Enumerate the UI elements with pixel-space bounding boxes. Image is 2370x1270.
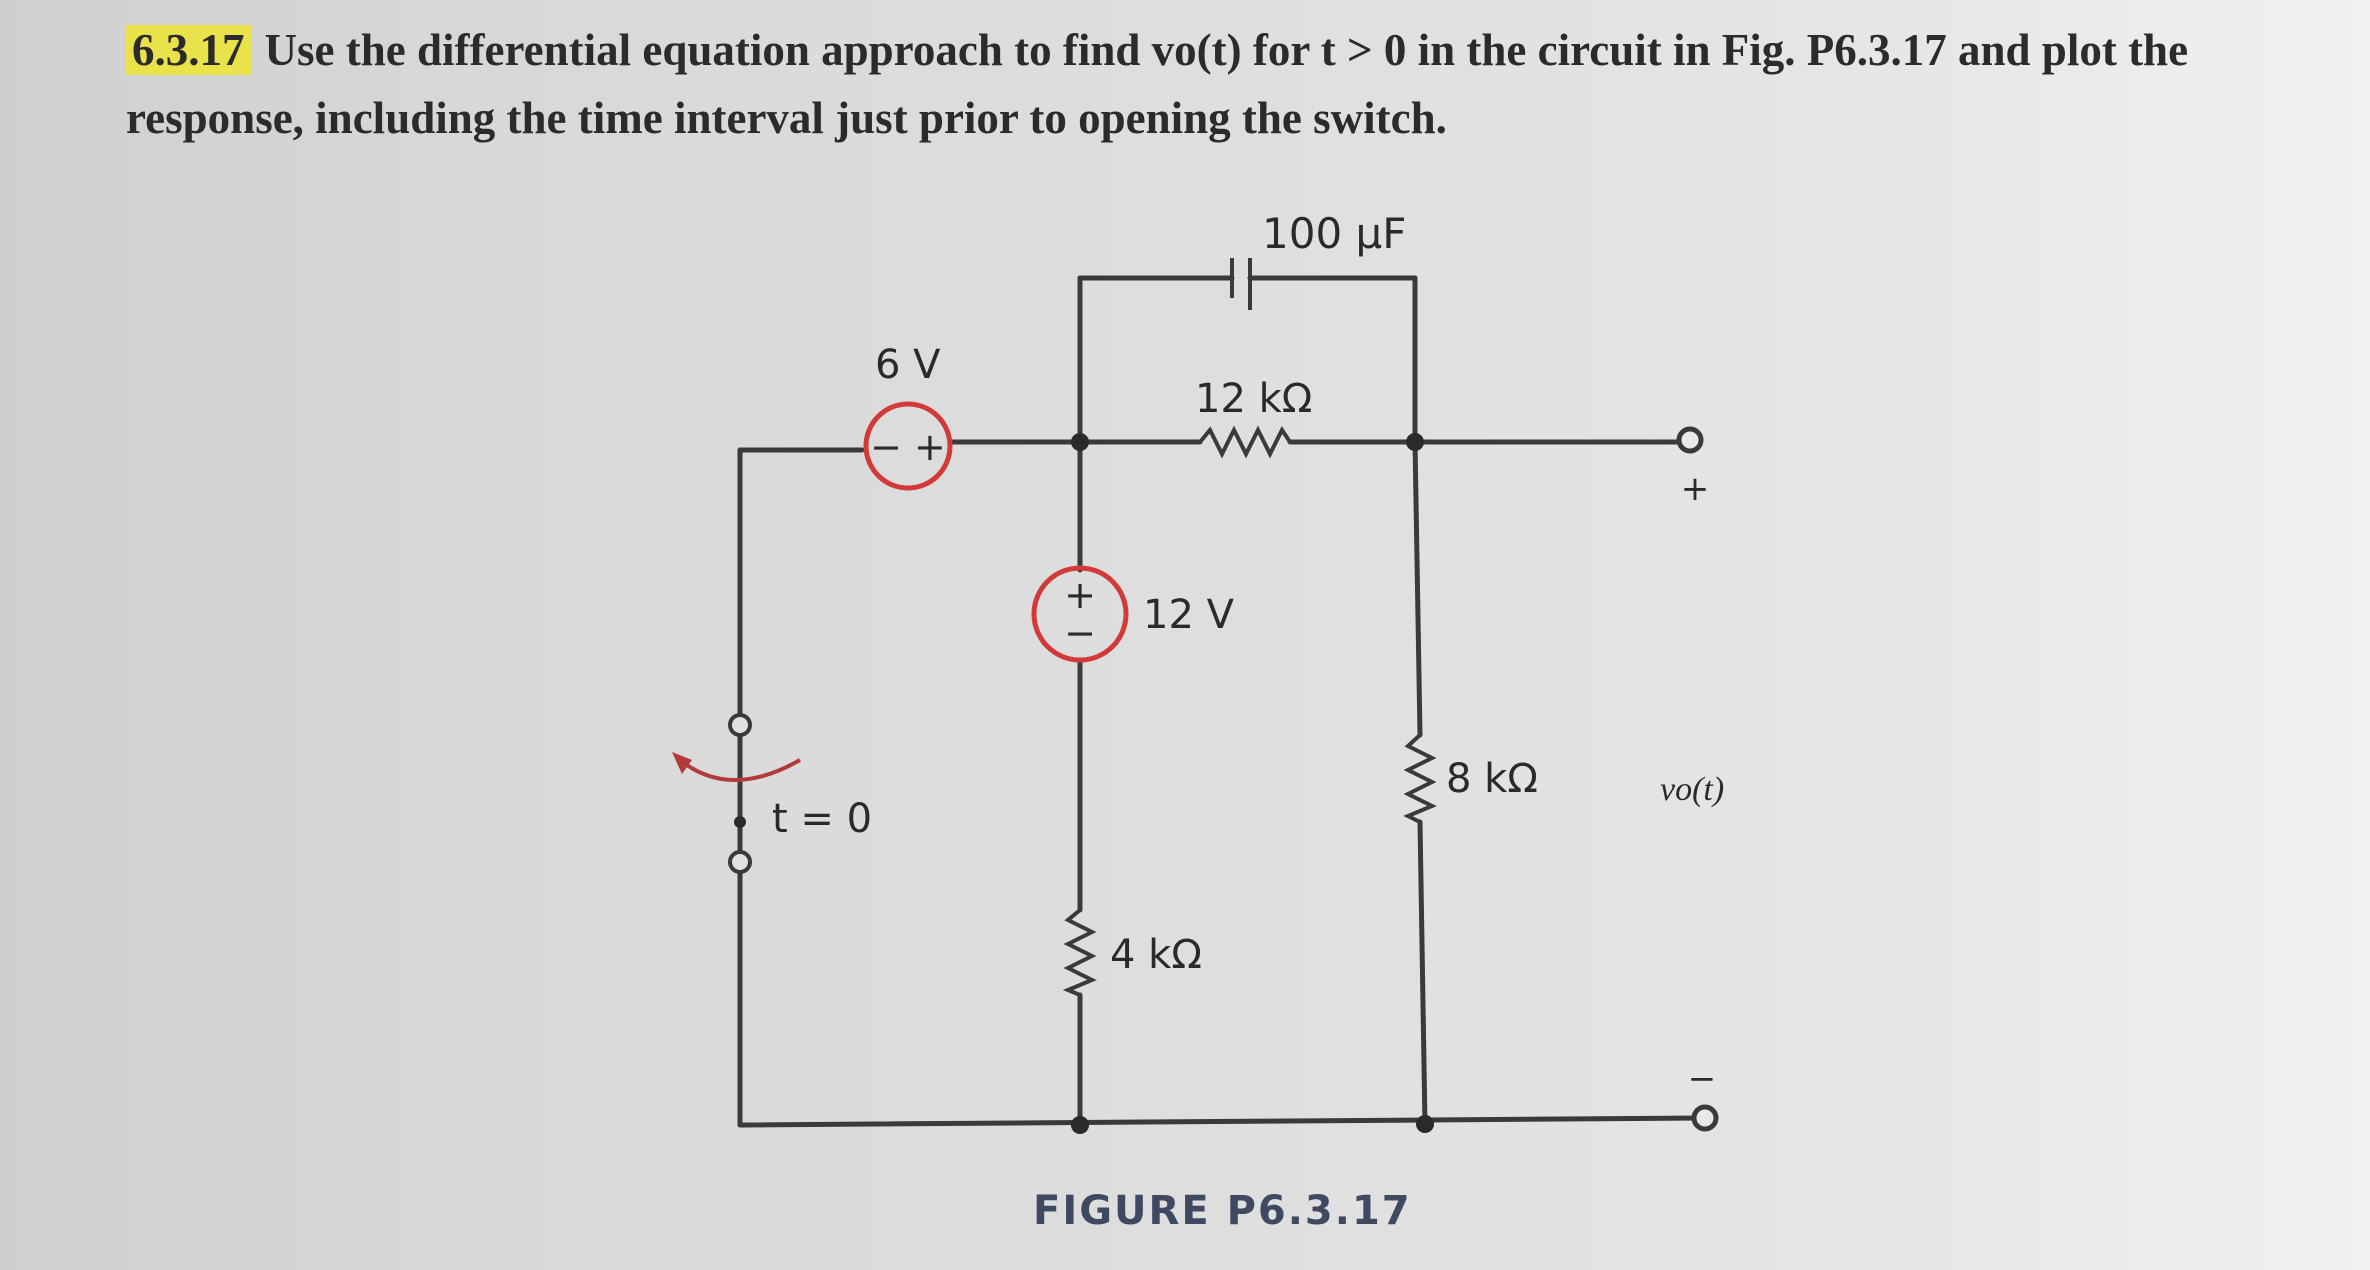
resistor-4k — [1062, 908, 1097, 997]
problem-text: Use the differential equation approach t… — [126, 25, 2189, 143]
output-terminal-plus — [1676, 426, 1704, 454]
node-b — [1406, 433, 1424, 451]
switch-pivot — [734, 816, 746, 828]
source-12v-plus: + — [1064, 573, 1096, 617]
resistor-4k-label: 4 kΩ — [1110, 932, 1202, 978]
wire-node-b-to-8k — [1412, 439, 1423, 738]
source-12v-label: 12 V — [1143, 592, 1235, 638]
resistor-12k-label: 12 kΩ — [1195, 376, 1312, 422]
node-bottom-right — [1416, 1115, 1434, 1133]
resistor-12k — [1198, 425, 1292, 459]
capacitor-symbol — [1230, 258, 1252, 310]
output-terminal-minus — [1691, 1104, 1719, 1132]
resistor-8k-label: 8 kΩ — [1446, 756, 1538, 802]
source-6v-label: 6 V — [875, 342, 941, 388]
output-voltage-label: vo(t) — [1660, 771, 1724, 808]
source-6v-sign: − + — [870, 425, 946, 469]
resistor-8k — [1403, 733, 1437, 824]
junction-nodes — [1071, 433, 1434, 1134]
switch-arrow-head — [672, 752, 692, 774]
wire-8k-to-bottom — [1417, 819, 1428, 1128]
switch-top-terminal — [728, 713, 752, 737]
capacitor-label: 100 μF — [1262, 209, 1406, 258]
node-a — [1071, 433, 1089, 451]
problem-number: 6.3.17 — [126, 25, 251, 75]
figure-caption: FIGURE P6.3.17 — [1033, 1188, 1412, 1234]
switch-label: t = 0 — [772, 796, 872, 842]
output-plus-sign: + — [1681, 469, 1710, 509]
node-bottom-middle — [1071, 1116, 1089, 1134]
output-minus-sign: − — [1688, 1059, 1717, 1099]
wire-bottom — [737, 1115, 1703, 1128]
switch-bottom-terminal — [728, 850, 752, 874]
source-12v-minus: − — [1064, 611, 1096, 655]
wires — [737, 275, 1703, 1128]
voltage-source-6v — [863, 401, 953, 491]
switch-arrow-arc — [678, 758, 801, 782]
voltage-source-12v — [1031, 565, 1129, 663]
switch — [672, 713, 801, 874]
